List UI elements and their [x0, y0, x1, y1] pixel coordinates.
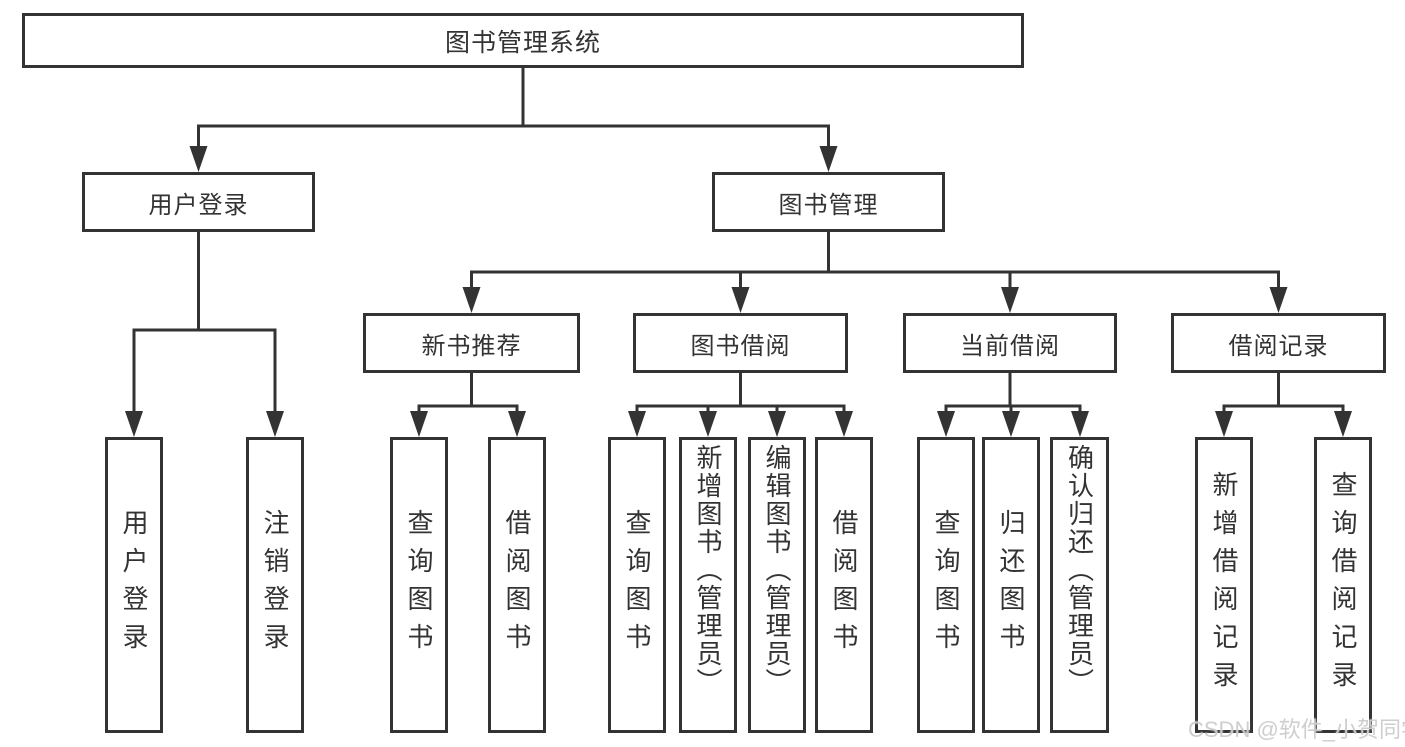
node-label: 查询图书 [404, 509, 434, 661]
node-label: 新书推荐 [421, 332, 522, 360]
node-book-borrow: 图书借阅 [633, 313, 848, 373]
node-label: 查询图书 [931, 509, 961, 661]
node-label: 用户登录 [148, 191, 249, 219]
leaf-return-book: 归还图书 [982, 437, 1040, 733]
node-label: 归还图书 [996, 509, 1026, 661]
node-label: 查询图书 [622, 509, 652, 661]
node-label: 当前借阅 [960, 332, 1060, 360]
node-new-book-recommend: 新书推荐 [363, 313, 580, 373]
node-label: 新增图书（管理员） [693, 444, 723, 696]
leaf-query-borrow-record: 查询借阅记录 [1314, 437, 1372, 733]
node-label: 用户登录 [119, 509, 149, 661]
leaf-borrow-books-recommend: 借阅图书 [488, 437, 546, 733]
node-label: 确认归还（管理员） [1064, 444, 1095, 696]
node-current-borrow: 当前借阅 [903, 313, 1117, 373]
node-label: 查询借阅记录 [1328, 471, 1358, 699]
node-label: 编辑图书（管理员） [762, 444, 792, 696]
node-label: 图书管理 [778, 191, 879, 219]
leaf-query-books-borrow: 查询图书 [608, 437, 666, 733]
leaf-add-book-admin: 新增图书（管理员） [679, 437, 737, 733]
node-label: 借阅图书 [502, 509, 532, 661]
leaf-confirm-return-admin: 确认归还（管理员） [1050, 437, 1109, 733]
node-book-management: 图书管理 [712, 172, 945, 232]
node-label: 借阅图书 [829, 509, 859, 661]
node-user-login: 用户登录 [82, 172, 315, 232]
node-label: 新增借阅记录 [1209, 471, 1239, 699]
leaf-edit-book-admin: 编辑图书（管理员） [748, 437, 806, 733]
leaf-query-books-recommend: 查询图书 [390, 437, 448, 733]
node-label: 借阅记录 [1228, 332, 1329, 360]
node-borrow-records: 借阅记录 [1171, 313, 1386, 373]
leaf-add-borrow-record: 新增借阅记录 [1195, 437, 1253, 733]
leaf-user-login: 用户登录 [105, 437, 163, 733]
node-label: 注销登录 [260, 509, 290, 661]
leaf-borrow-books: 借阅图书 [815, 437, 873, 733]
leaf-logout: 注销登录 [246, 437, 304, 733]
leaf-query-books-current: 查询图书 [917, 437, 975, 733]
node-label: 图书借阅 [690, 332, 791, 360]
node-system-root: 图书管理系统 [22, 13, 1024, 68]
csdn-watermark: CSDN @软件_小贺同学 [1188, 717, 1405, 742]
node-label: 图书管理系统 [444, 28, 601, 57]
